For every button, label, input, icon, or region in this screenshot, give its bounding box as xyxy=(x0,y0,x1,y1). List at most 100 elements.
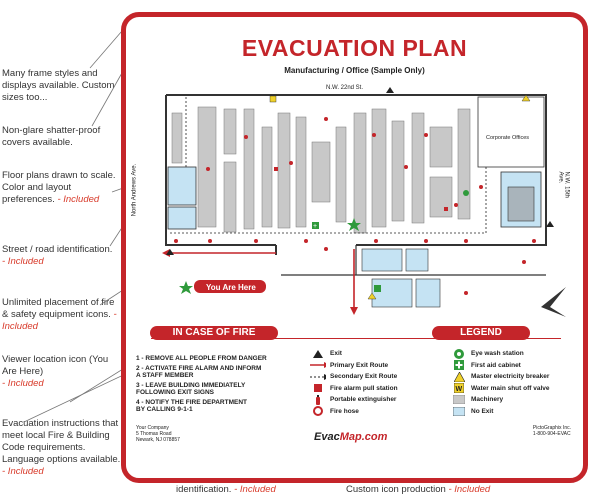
office-area xyxy=(167,206,197,230)
vendor-contact: PictoGraphix Inc. 1-800-904-EVAC xyxy=(533,425,571,437)
company-name: Your Company xyxy=(136,425,169,431)
fire-hose-icon xyxy=(310,406,326,417)
machinery-block xyxy=(197,106,217,228)
corporate-offices-room xyxy=(477,96,545,168)
north-arrow-icon xyxy=(541,287,566,317)
machinery-block xyxy=(429,126,453,168)
legend-item-first-aid: First aid cabinet xyxy=(451,360,550,372)
vendor-phone: 1-800-904-EVAC xyxy=(532,431,571,437)
instruction-step: BY CALLING 9-1-1 xyxy=(136,406,193,413)
legend-item-secondary-route: Secondary Exit Route xyxy=(310,371,398,383)
included-tag: - Included xyxy=(57,194,100,205)
legend-item-pull-station: Fire alarm pull station xyxy=(310,383,398,395)
first-aid-icon xyxy=(374,285,381,292)
extinguisher-icon xyxy=(424,133,428,137)
legend-item-breaker: Master electricity breaker xyxy=(451,371,550,383)
legend-heading: LEGEND xyxy=(432,326,530,340)
extinguisher-icon xyxy=(532,239,536,243)
machinery-block xyxy=(429,176,453,218)
extinguisher-icon xyxy=(424,239,428,243)
extinguisher-icon xyxy=(404,165,408,169)
machinery-block xyxy=(243,108,255,230)
extinguisher-icon xyxy=(522,260,526,264)
extinguisher-icon xyxy=(310,394,326,405)
fire-instructions-heading: IN CASE OF FIRE xyxy=(150,326,278,340)
you-are-here-star xyxy=(179,281,193,294)
first-aid-icon xyxy=(451,360,467,371)
extinguisher-icon xyxy=(304,239,308,243)
legend-item-eye-wash: Eye wash station xyxy=(451,348,550,360)
first-aid-icon: + xyxy=(313,223,317,230)
office-area xyxy=(167,166,197,206)
machinery-block xyxy=(391,120,405,222)
extinguisher-icon xyxy=(254,239,258,243)
office-area xyxy=(371,278,413,308)
fire-alarm-pull-station-icon xyxy=(274,167,278,171)
room-label: Corporate Offices xyxy=(486,135,529,141)
floor-plan: Corporate Offices xyxy=(162,87,566,317)
section-divider xyxy=(151,338,561,339)
extinguisher-icon xyxy=(464,291,468,295)
secondary-route-arrow-icon xyxy=(310,373,326,380)
evacuation-plan-sign: EVACUATION PLAN Manufacturing / Office (… xyxy=(121,12,588,483)
extinguisher-icon xyxy=(324,117,328,121)
included-tag: - Included xyxy=(448,484,491,495)
instruction-step: 2 - ACTIVATE FIRE ALARM AND INFORM xyxy=(136,364,262,372)
company-address: Your Company 5 Thomas Road Newark, NJ 07… xyxy=(136,425,180,443)
extinguisher-icon xyxy=(454,203,458,207)
machinery-block xyxy=(457,108,471,220)
machinery-block xyxy=(223,108,237,155)
electricity-breaker-icon xyxy=(269,95,277,103)
instruction-step: 3 - LEAVE BUILDING IMMEDIATELY xyxy=(136,381,246,389)
extinguisher-icon xyxy=(174,239,178,243)
included-tag: - Included xyxy=(2,466,44,477)
company-street: 5 Thomas Road xyxy=(136,431,172,437)
primary-route-arrow-icon xyxy=(310,362,326,369)
machinery-block xyxy=(371,108,387,228)
legend-item-no-exit: No Exit xyxy=(451,406,550,418)
legend-item-fire-hose: Fire hose xyxy=(310,406,398,418)
electricity-breaker-icon xyxy=(451,371,467,382)
included-tag: - Included xyxy=(2,256,44,267)
machinery-block xyxy=(507,186,535,222)
extinguisher-icon xyxy=(206,167,210,171)
primary-route-arrow-icon xyxy=(350,307,358,315)
eye-wash-icon xyxy=(451,348,467,359)
note-covers: Non-glare shatter-proof covers available… xyxy=(2,125,101,148)
company-city: Newark, NJ 078857 xyxy=(136,437,180,443)
fire-alarm-pull-station-icon xyxy=(310,384,326,393)
electricity-breaker-icon xyxy=(367,292,377,300)
eye-wash-icon xyxy=(463,190,469,196)
machinery-block xyxy=(353,112,367,234)
instruction-step: FOLLOWING EXIT SIGNS xyxy=(136,389,214,396)
extinguisher-icon xyxy=(289,161,293,165)
plan-subtitle: Manufacturing / Office (Sample Only) xyxy=(284,66,425,75)
exit-triangle-icon xyxy=(310,349,326,358)
machinery-block xyxy=(277,112,291,229)
included-tag: - Included xyxy=(234,484,276,495)
exit-triangle-icon xyxy=(166,249,174,255)
machinery-block xyxy=(261,126,273,228)
svg-text:W: W xyxy=(456,386,463,393)
note-safety-icons: Unlimited placement of fire & safety equ… xyxy=(2,297,117,332)
office-area xyxy=(405,248,429,272)
instruction-step: A STAFF MEMBER xyxy=(136,372,194,379)
legend-item-exit: Exit xyxy=(310,348,398,360)
included-tag: - Included xyxy=(2,378,44,389)
machinery-icon xyxy=(451,395,467,405)
machinery-block xyxy=(171,112,183,164)
note-instructions: Evacuation instructions that meet local … xyxy=(2,418,121,477)
exit-triangle-icon xyxy=(386,87,394,93)
plan-title: EVACUATION PLAN xyxy=(241,35,468,61)
legend-column-right: Eye wash station First aid cabinet Maste… xyxy=(451,348,550,417)
machinery-block xyxy=(411,112,425,224)
fire-instructions: 1 - REMOVE ALL PEOPLE FROM DANGER 2 - AC… xyxy=(136,355,326,416)
vendor-name: PictoGraphix Inc. xyxy=(532,425,571,431)
extinguisher-icon xyxy=(479,185,483,189)
extinguisher-icon xyxy=(324,247,328,251)
fire-alarm-pull-station-icon xyxy=(444,207,448,211)
extinguisher-icon xyxy=(208,239,212,243)
legend-column-left: Exit Primary Exit Route Secondary Exit R… xyxy=(310,348,398,417)
office-area xyxy=(415,278,441,308)
